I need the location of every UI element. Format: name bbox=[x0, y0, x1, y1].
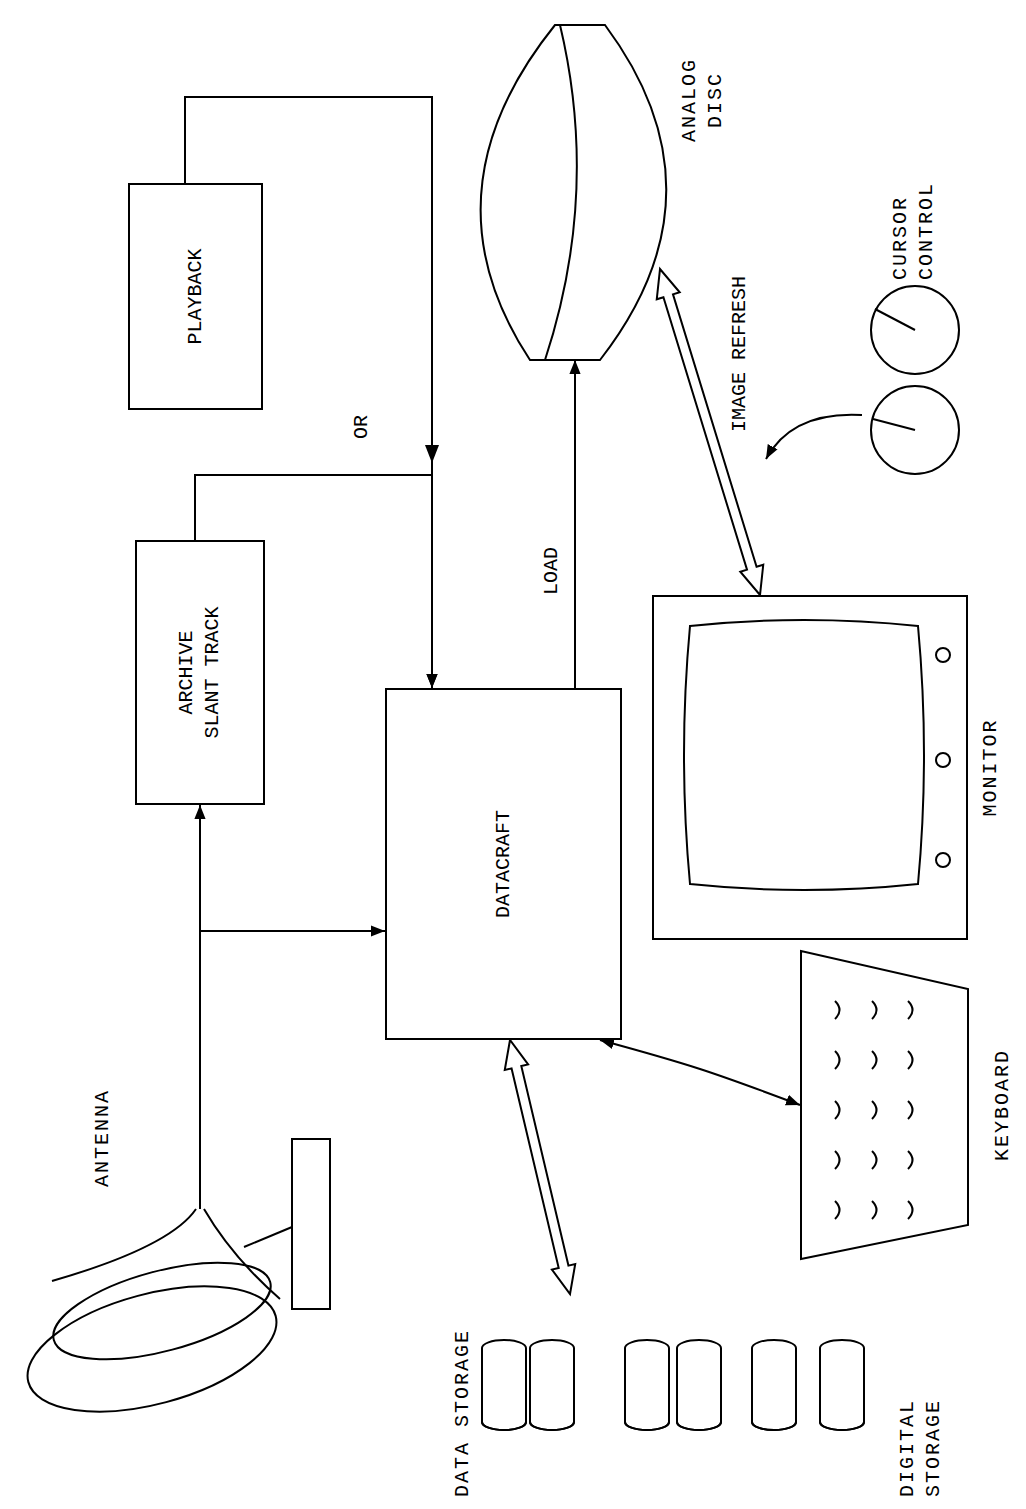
analog-disc-outline bbox=[485, 25, 660, 360]
keyboard-input-outline bbox=[800, 950, 972, 1260]
node-label: DATA STORAGE bbox=[450, 1297, 476, 1497]
key-mark bbox=[908, 1201, 913, 1219]
edge-label: IMAGE REFRESH bbox=[728, 274, 752, 434]
key-mark bbox=[872, 1001, 877, 1019]
monitor-screen bbox=[684, 620, 924, 890]
connector bbox=[574, 360, 576, 688]
key-mark bbox=[872, 1151, 877, 1169]
disk-pack bbox=[752, 1340, 796, 1430]
knob-pointer bbox=[875, 309, 915, 330]
monitor-display-outline bbox=[652, 595, 968, 940]
disk-pack-edge bbox=[625, 1422, 669, 1430]
key-mark bbox=[835, 1151, 840, 1169]
feed-horn bbox=[204, 1209, 280, 1299]
key-mark bbox=[908, 1001, 913, 1019]
outline-group bbox=[801, 951, 968, 1259]
playback-box: PLAYBACK bbox=[128, 183, 263, 410]
monitor-knob bbox=[936, 648, 950, 662]
monitor-display: MONITOR bbox=[652, 595, 968, 940]
connector bbox=[505, 1040, 575, 1294]
disk-pack bbox=[530, 1340, 574, 1430]
disk-pack-edge bbox=[820, 1422, 864, 1430]
disk-pack bbox=[820, 1340, 864, 1430]
cursor-arrow bbox=[766, 415, 862, 459]
disk-pack-edge bbox=[752, 1422, 796, 1430]
key-mark bbox=[835, 1051, 840, 1069]
cursor-knobs: CURSOR CONTROL bbox=[870, 285, 960, 475]
cursor-knob bbox=[871, 386, 959, 474]
node-label: MONITOR bbox=[978, 595, 1004, 940]
node-label: CURSOR CONTROL bbox=[888, 170, 940, 280]
outline-group bbox=[871, 286, 959, 474]
feed-line bbox=[199, 1137, 201, 1209]
disk-pack bbox=[482, 1340, 526, 1430]
antenna-dish-outline bbox=[15, 1137, 335, 1449]
disk-pack-edge bbox=[530, 1422, 574, 1430]
computer-box: DATACRAFT bbox=[385, 688, 622, 1040]
keyboard-outline bbox=[801, 951, 968, 1259]
note-label: OR bbox=[350, 413, 374, 441]
node-label: DATACRAFT bbox=[491, 764, 517, 964]
analog-disc: ANALOG DISC bbox=[485, 25, 660, 360]
node-label: ANALOG DISC bbox=[677, 40, 729, 160]
node-label: ANTENNA bbox=[90, 1067, 116, 1187]
cursor-knobs-outline bbox=[870, 285, 960, 475]
key-mark bbox=[872, 1051, 877, 1069]
connector bbox=[600, 1040, 800, 1105]
disk-pack-edge bbox=[482, 1422, 526, 1430]
outline-group bbox=[482, 1340, 864, 1430]
key-mark bbox=[835, 1001, 840, 1019]
dish-rim bbox=[14, 1263, 290, 1436]
outline-group bbox=[653, 596, 967, 939]
disc-outline bbox=[481, 25, 667, 360]
recorder-box: ARCHIVE SLANT TRACK bbox=[135, 540, 265, 805]
disk-pack bbox=[677, 1340, 721, 1430]
pedestal bbox=[244, 1227, 292, 1247]
monitor-knob bbox=[936, 853, 950, 867]
feed-horn bbox=[52, 1209, 196, 1281]
node-label: PLAYBACK bbox=[183, 207, 209, 387]
connector bbox=[657, 269, 764, 595]
key-mark bbox=[908, 1051, 913, 1069]
monitor-knob bbox=[936, 753, 950, 767]
key-mark bbox=[908, 1151, 913, 1169]
disk-pack-edge bbox=[677, 1422, 721, 1430]
node-label: DIGITAL STORAGE bbox=[895, 1387, 947, 1497]
edge-label: LOAD bbox=[540, 545, 564, 597]
outline-group bbox=[14, 1137, 330, 1435]
cursor-knob bbox=[871, 286, 959, 374]
disk-storage-outline bbox=[450, 1294, 945, 1500]
key-mark bbox=[908, 1101, 913, 1119]
knob-pointer bbox=[873, 419, 915, 430]
key-mark bbox=[835, 1201, 840, 1219]
node-label: ARCHIVE SLANT TRACK bbox=[174, 603, 226, 743]
key-mark bbox=[872, 1201, 877, 1219]
monitor-case bbox=[653, 596, 967, 939]
keyboard-input: KEYBOARD bbox=[800, 950, 972, 1260]
key-mark bbox=[872, 1101, 877, 1119]
antenna-dish: ANTENNA bbox=[15, 1137, 335, 1449]
disc-rim bbox=[545, 25, 577, 360]
connector bbox=[200, 931, 385, 1137]
disk-storage: DATA STORAGE DIGITAL STORAGE bbox=[450, 1294, 945, 1500]
base-plate bbox=[292, 1139, 330, 1309]
node-label: KEYBOARD bbox=[990, 950, 1016, 1260]
outline-group bbox=[481, 25, 667, 360]
disk-pack bbox=[625, 1340, 669, 1430]
key-mark bbox=[835, 1101, 840, 1119]
